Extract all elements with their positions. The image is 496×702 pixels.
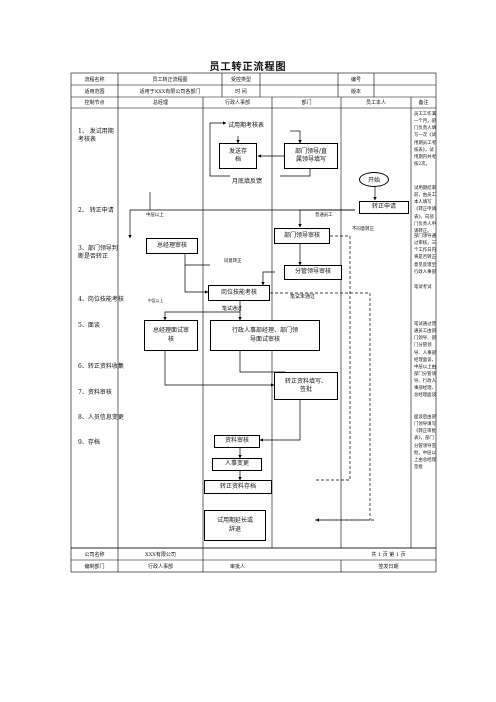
note-5: 笔试通过普通员工由部门领导、部门分管领导、人事部经理面谈，中层以上由部门分管领导… [414, 322, 436, 399]
step-7: 7、资料审核 [78, 389, 112, 396]
step-9: 9、存档 [78, 439, 100, 446]
step-4: 4、岗位技能考核 [78, 296, 124, 303]
fill-sign-box: 转正资料填写、签批 [274, 372, 338, 400]
note-4: 笔试考试 [414, 285, 432, 290]
col-department: 部门 [301, 100, 312, 106]
hdr-time-key: 时 间 [235, 88, 247, 95]
note-3: 部门领导通过审核，三个工作日内将是否转正意见反馈至行政人事部 [414, 234, 436, 275]
gm-interview-box: 总经理面试审核 [144, 320, 198, 351]
hdr-scope-value: 适用于XXX有限公司各部门 [139, 88, 201, 95]
test-pass-label: 笔试通过 [222, 306, 243, 312]
col-general-manager: 总经理 [152, 100, 168, 106]
col-hr-dept: 行政人事部 [224, 100, 250, 106]
footer-company-value: XXX有限公司 [145, 551, 176, 558]
step-1: 1、 发试用期考核表 [78, 128, 114, 144]
mid-above-label: 中层以上 [146, 213, 164, 218]
hdr-control-type-key: 受控类型 [230, 76, 251, 83]
dept-review-box: 部门领导审核 [274, 228, 330, 244]
step-8: 8、人员信息变更 [78, 414, 124, 421]
mid-above-label-2: 中层以上 [148, 298, 164, 303]
extend-or-dismiss-box: 试用期延长或辞退 [204, 510, 266, 541]
test-fail-label: 笔试未通过 [290, 294, 316, 300]
dept-leader-fill-box: 部门领导/直属领导填写 [284, 143, 338, 169]
normal-staff-label: 普通员工 [315, 213, 333, 218]
col-control-node: 控制节点 [84, 100, 105, 106]
step-3: 3、部门领导判断是否转正 [78, 245, 118, 261]
archive-box: 转正资料存档 [204, 480, 272, 494]
note-1: 员工工作满一个月，部门负责人填写一次《试用期员工考核表》，试用期内共考核2次。 [414, 112, 436, 167]
hdr-flow-name-value: 员工转正流程图 [152, 76, 188, 83]
hdr-scope-key: 适用范围 [84, 88, 105, 95]
footer-approver-key: 审批人 [229, 563, 245, 570]
apply-box: 转正申请 [359, 201, 409, 214]
agree-label: 同意转正 [224, 259, 242, 264]
footer-sign-date-key: 签发日期 [378, 563, 399, 570]
step-6: 6、转正资料收集 [78, 363, 124, 370]
footer-page-count: 共 1 页 第 1 页 [371, 551, 406, 558]
step-5: 5、面谈 [78, 322, 100, 329]
start-terminal: 开始 [359, 172, 389, 187]
hr-interview-box: 行政人事部经理、部门领导面试审核 [210, 320, 320, 351]
hdr-version-key: 版本 [350, 88, 361, 95]
hdr-flow-name-key: 流程名称 [84, 76, 105, 83]
trial-table-label: 试用期考核表 [228, 122, 265, 129]
skill-test-box: 岗位技能考核 [208, 285, 270, 301]
send-archive-box: 发送存档 [219, 143, 257, 169]
hr-change-box: 人事变更 [212, 458, 262, 471]
note-2: 试用期结束前，由员工本人填写《转正申请表》，向部门负责人申请转正。 [414, 186, 436, 234]
note-6: 面谈后由部门领导填写《转正审批表》，部门分管领导签批，中层以上由总经理签批 [414, 415, 436, 470]
col-remarks: 备注 [418, 100, 429, 106]
footer-dept-value: 行政人事部 [147, 563, 173, 570]
hdr-number-key: 编号 [350, 76, 361, 83]
step-2: 2、 转正申请 [78, 207, 114, 214]
page-title: 员工转正流程图 [209, 62, 287, 73]
monthly-feedback-label: 月底填反馈 [232, 178, 263, 185]
data-review-box: 资料审核 [214, 435, 260, 448]
footer-company-key: 公司名称 [84, 551, 105, 558]
col-employee: 员工本人 [365, 100, 386, 106]
gm-review-box: 总经理审核 [146, 238, 198, 254]
branch-review-box: 分管领导审核 [284, 265, 342, 280]
footer-dept-key: 编制部门 [84, 563, 105, 570]
disagree-label: 不同意转正 [352, 227, 374, 232]
